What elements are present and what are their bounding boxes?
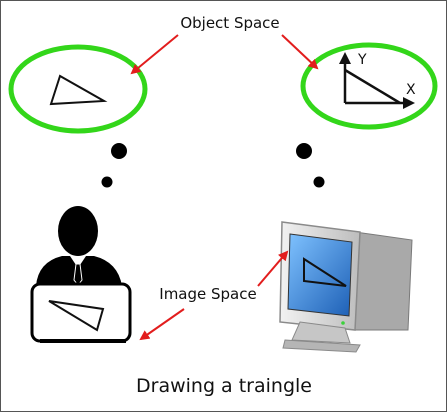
object-space-left [8,44,148,134]
object-space-right: Y X [300,42,438,130]
thought-dot-left-large [111,143,127,159]
triangle-left [49,74,108,106]
object-space-right-ellipse [300,42,438,130]
arrow-image-space-laptop [139,308,185,341]
object-space-left-ellipse [8,44,148,134]
caption: Drawing a traingle [136,375,312,397]
person-at-laptop-icon [30,206,132,343]
x-axis-label: X [406,82,416,98]
triangle-right-hypotenuse [344,68,401,105]
thought-dot-right-small [313,176,325,188]
thought-dot-left-small [101,176,113,188]
object-space-label: Object Space [180,14,279,32]
thought-dot-right-large [296,143,312,159]
triangle-monitor [303,257,347,287]
y-axis-label: Y [357,52,367,68]
image-space-label: Image Space [159,285,256,303]
arrow-object-space-right [281,34,319,70]
arrow-object-space-left [130,34,179,75]
crt-monitor-icon [279,221,413,353]
arrow-image-space-monitor [257,250,289,287]
triangle-laptop [48,300,105,332]
